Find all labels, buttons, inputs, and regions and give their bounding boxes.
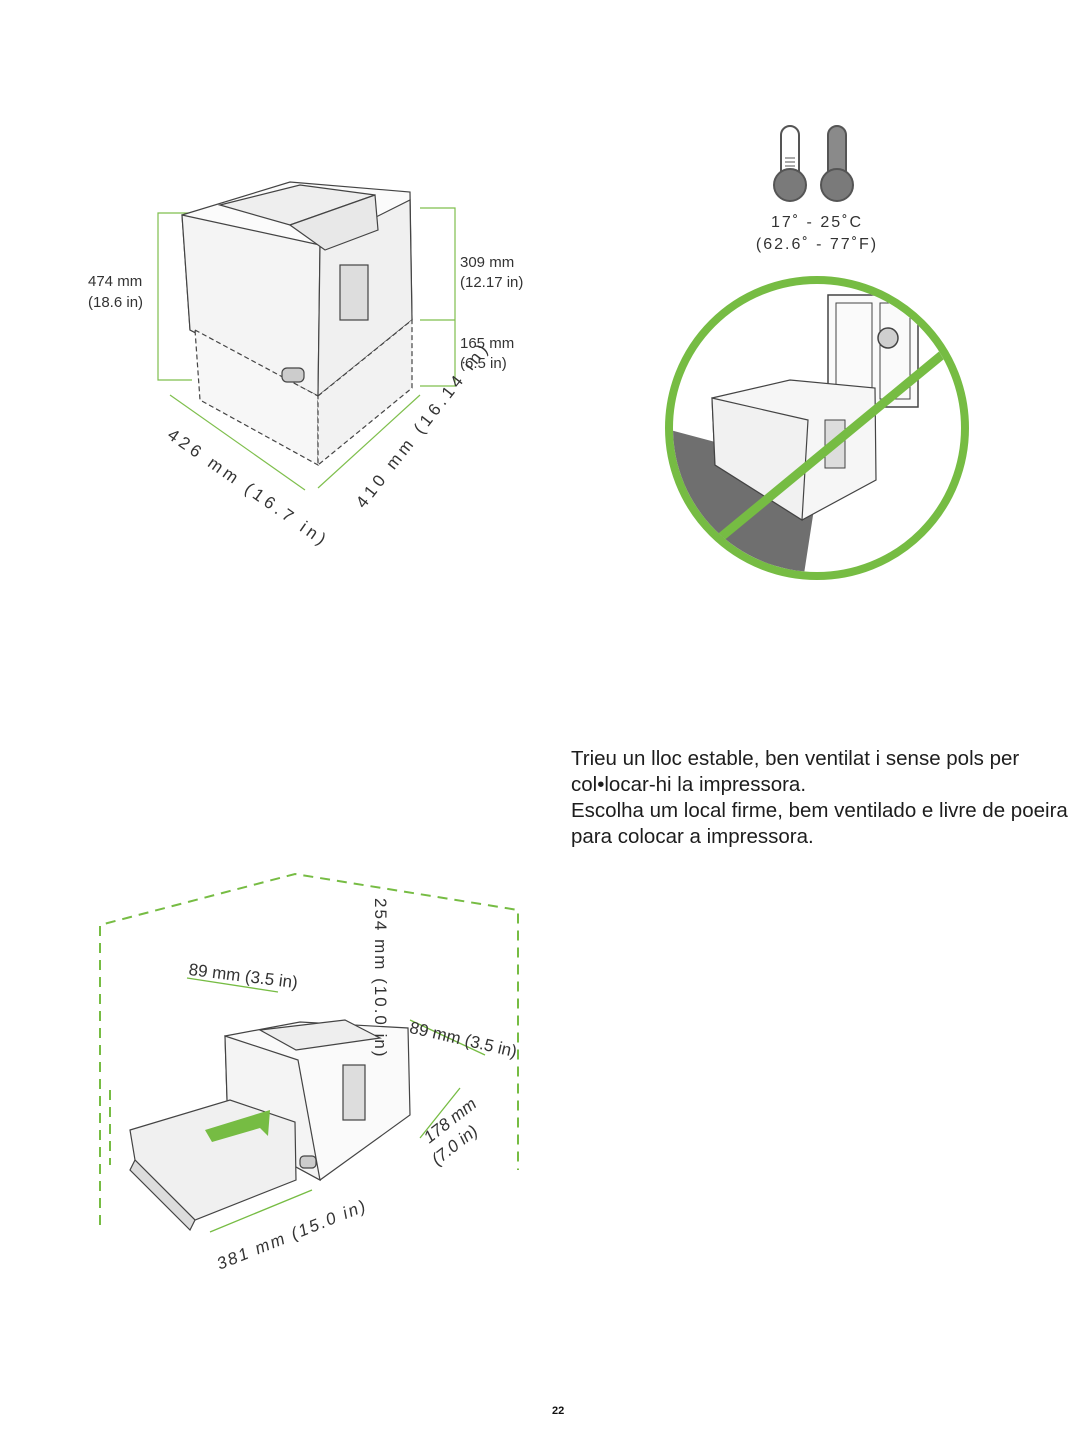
printer-height-mm-label: 309 mm (460, 254, 515, 271)
height-in-label: (18.6 in) (88, 294, 144, 311)
printer-height-in-label: (12.17 in) (460, 274, 524, 291)
environment-figure: 17˚ - 25˚C (62.6˚ - 77˚F) (540, 0, 1080, 600)
thermometer-high-icon (820, 125, 854, 202)
printer-dimensions-figure: 474 mm (18.6 in) 309 mm (12.17 in) 165 m… (0, 0, 540, 560)
printer-with-tray-drawing (157, 181, 456, 491)
height-mm-label: 474 mm (88, 273, 143, 290)
top-clearance-label: 254 mm (10.0 in) (371, 898, 390, 1059)
tray-height-in-label: (6.5 in) (460, 355, 507, 372)
clearance-drawing (99, 872, 519, 1233)
temperature-celsius: 17˚ - 25˚C (770, 214, 864, 231)
temperature-fahrenheit: (62.6˚ - 77˚F) (755, 236, 879, 253)
page-number: 22 (552, 1405, 565, 1417)
tray-height-mm-label: 165 mm (460, 335, 515, 352)
instruction-catalan: Trieu un lloc estable, ben ventilat i se… (571, 747, 1020, 796)
thermometer-low-icon (773, 125, 807, 202)
clearance-figure: 254 mm (10.0 in) 89 mm (3.5 in) 89 mm (3… (0, 860, 560, 1280)
placement-instructions: Trieu un lloc estable, ben ventilat i se… (571, 746, 1071, 850)
environment-drawing (665, 125, 969, 580)
instruction-portuguese: Escolha um local firme, bem ventilado e … (571, 799, 1068, 848)
